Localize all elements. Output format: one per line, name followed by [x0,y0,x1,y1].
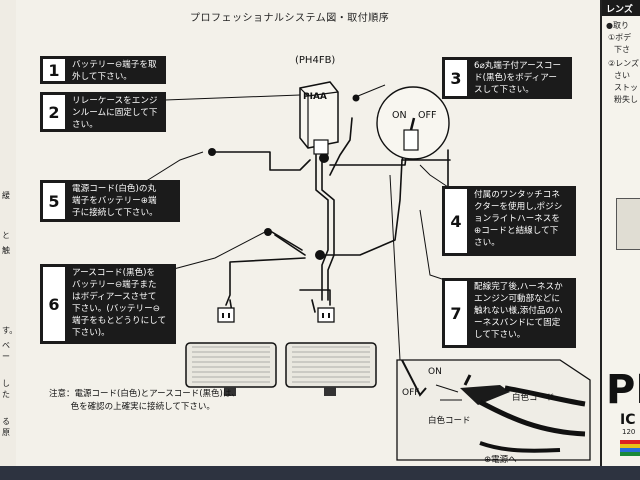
right-panel-line: ②レンズ [608,59,640,68]
fog-lamps [185,342,377,396]
left-strip-text: 緩 [2,191,10,200]
step-text: 配線完了後,ハーネスか エンジン可動部などに 触れない様,添付品のハ ーネスバン… [470,278,568,348]
switch-off-label: OFF [418,110,437,121]
right-panel-line: 下さ [614,45,630,54]
step-number: 6 [43,267,65,341]
step-3: 3 6⌀丸端子付アースコー ド(黒色)をボディアー スして下さい。 [442,57,572,99]
right-panel-line: ●取り [606,21,629,30]
step-7: 7 配線完了後,ハーネスか エンジン可動部などに 触れない様,添付品のハ ーネス… [442,278,576,348]
right-panel-title: レンズ [606,5,633,15]
step-4: 4 付属のワンタッチコネ クターを使用し,ポジシ ョンライトハーネスを ⊕コード… [442,186,576,256]
left-strip-text: 触 [2,246,10,255]
right-panel-line: ①ボデ [608,33,632,42]
step-text: 電源コード(白色)の丸 端子をバッテリー⊕端 子に接続して下さい。 [68,180,163,222]
step-text: リレーケースをエンジ ンルームに固定して下 さい。 [68,92,163,132]
relay-box [299,81,339,155]
left-strip-text: す。 [2,326,18,335]
brand-number: 120 [622,428,636,436]
left-strip-text: と [2,231,10,240]
detail-on-label: ON [428,367,442,377]
detail-white-cord-right: 白色コード [512,393,555,403]
right-panel: レンズ ●取り ①ボデ 下さ ②レンズ さい ストッ 粉失し PI IC 120 [600,0,640,466]
detail-power-label: ⊕電源へ [484,455,517,465]
lamp-thumbnail [616,198,640,250]
switch-detail [396,359,591,461]
model-code: (PH4FB) [295,55,336,66]
step-text: 6⌀丸端子付アースコー ド(黒色)をボディアー スして下さい。 [470,57,567,99]
left-strip-text: る原 [2,417,10,437]
step-text: 付属のワンタッチコネ クターを使用し,ポジシ ョンライトハーネスを ⊕コードと結… [470,186,568,256]
step-5: 5 電源コード(白色)の丸 端子をバッテリー⊕端 子に接続して下さい。 [40,180,180,222]
detail-white-cord-left: 白色コード [428,416,471,426]
detail-off-label: OFF [402,388,420,398]
step-number: 1 [43,59,65,81]
step-text: バッテリー⊖端子を取 外して下さい。 [68,56,162,84]
switch-callout [376,86,450,160]
switch-on-label: ON [392,110,407,121]
step-number: 3 [445,60,467,96]
step-number: 5 [43,183,65,219]
relay-brand: PIAA [303,92,327,102]
left-strip-text: した [2,379,10,399]
left-strip-text: ベー [2,341,10,361]
right-panel-line: さい [614,71,630,80]
bottom-edge [0,466,640,480]
brand-letters: PI [606,367,640,413]
step-number: 2 [43,95,65,129]
sheet-heading: プロフェッショナルシステム図・取付順序 [190,13,390,24]
brand-subtext: IC [620,412,636,428]
step-6: 6 アースコード(黒色)を バッテリー⊖端子また はボディアースさせて 下さい。… [40,264,176,344]
step-1: 1 バッテリー⊖端子を取 外して下さい。 [40,56,166,84]
caution-note: 注意：電源コード(白色)とアースコード(黒色)は、 色を確認の上確実に接続して下… [49,389,240,412]
step-2: 2 リレーケースをエンジ ンルームに固定して下 さい。 [40,92,166,132]
step-text: アースコード(黒色)を バッテリー⊖端子また はボディアースさせて 下さい。(バ… [68,264,172,344]
right-panel-line: ストッ [614,83,638,92]
step-number: 7 [445,281,467,345]
right-panel-line: 粉失し [614,95,638,104]
step-number: 4 [445,189,467,253]
